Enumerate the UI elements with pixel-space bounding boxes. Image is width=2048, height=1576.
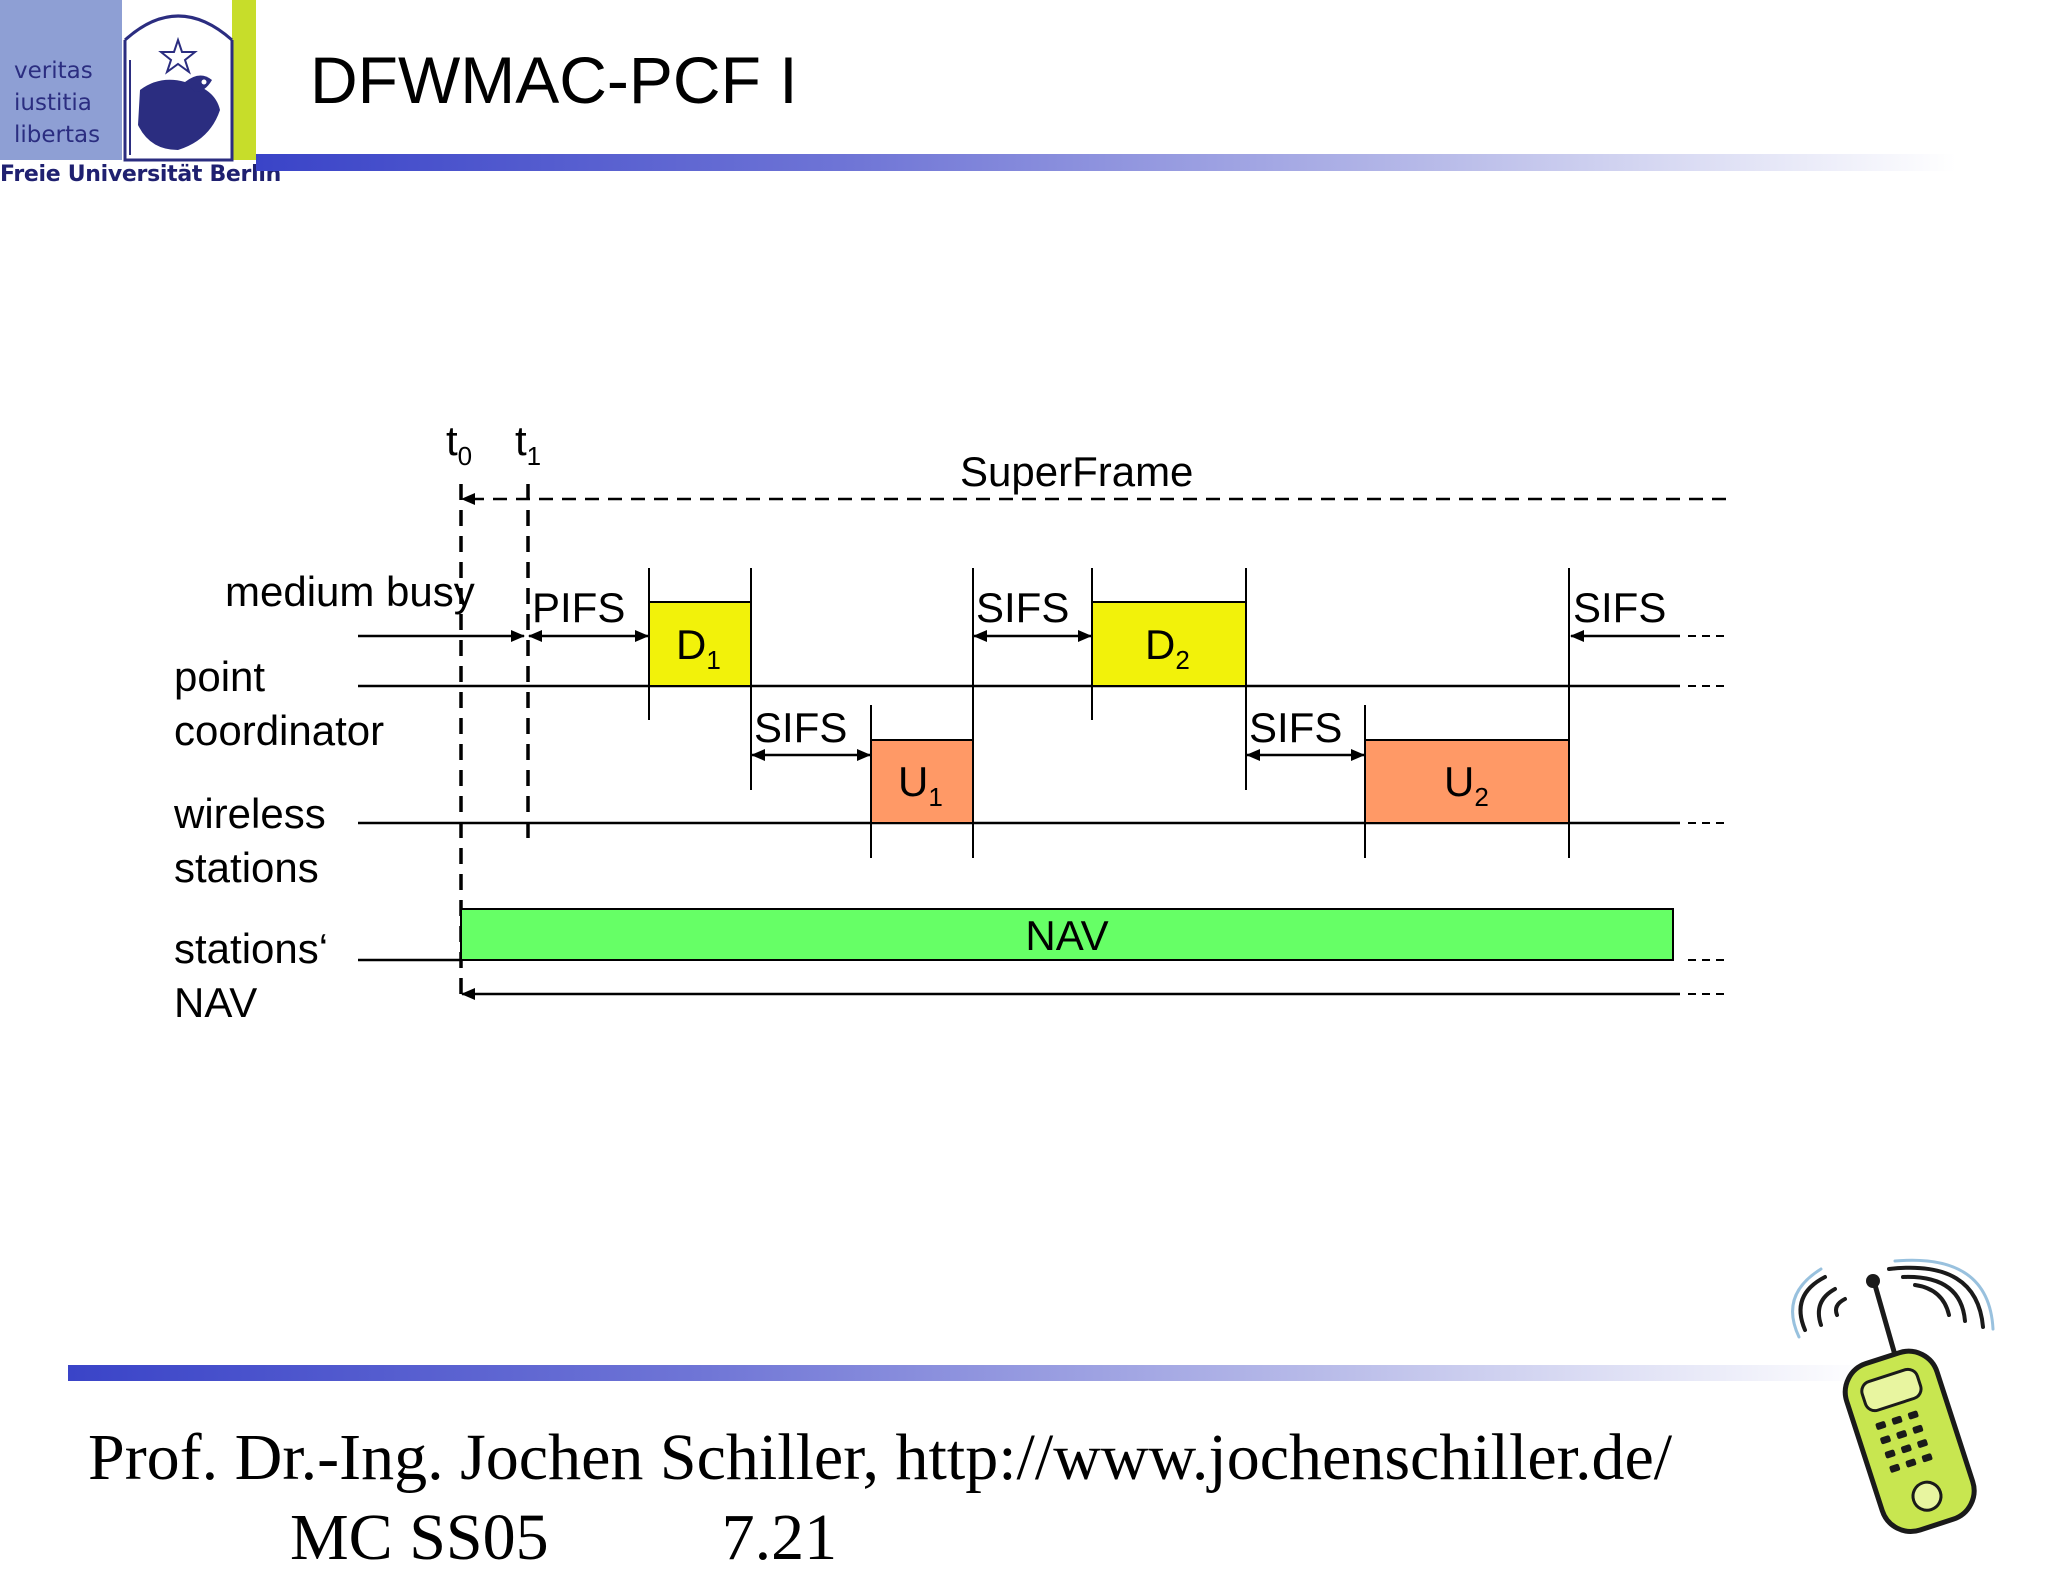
t1-marker: t1: [515, 417, 541, 842]
wireless-stations-label-line1: wireless: [173, 790, 326, 837]
u1-label: U1: [898, 758, 943, 812]
nav-bar-label: NAV: [1025, 912, 1108, 959]
sifs-label: SIFS: [976, 584, 1069, 631]
footer-course: MC SS05: [290, 1501, 549, 1574]
sifs-gap-2: SIFS: [973, 584, 1092, 642]
sifs-label: SIFS: [1249, 704, 1342, 751]
logo-motto-line: iustitia: [14, 90, 92, 116]
stations-nav-label-line1: stations‘: [174, 925, 328, 972]
d2-label: D2: [1145, 621, 1190, 675]
university-seal-icon: [0, 0, 256, 162]
sifs-gap-3: SIFS: [1246, 704, 1365, 761]
logo-motto-line: libertas: [14, 122, 101, 148]
mobile-phone-icon: [1791, 1258, 1995, 1534]
stations-nav-label-line2: NAV: [174, 979, 257, 1026]
point-coordinator-label-line1: point: [174, 653, 265, 700]
u2-label: U2: [1444, 758, 1489, 812]
pcf-timing-diagram: t0 t1 SuperFrame medium busy point coord…: [173, 417, 1726, 1026]
uplink-frame-u1: U1: [870, 568, 974, 858]
medium-busy-label: medium busy: [225, 568, 475, 615]
logo-motto-line: veritas: [14, 58, 93, 84]
university-name: Freie Universität Berlin: [0, 162, 281, 187]
sifs-gap-1: SIFS: [751, 704, 871, 761]
footer-page-number: 7.21: [721, 1501, 838, 1574]
superframe-label: SuperFrame: [960, 448, 1193, 495]
superframe-arrow: SuperFrame: [461, 448, 1726, 505]
t1-label: t1: [515, 417, 541, 471]
downlink-frame-d1: D1: [648, 568, 752, 790]
d1-label: D1: [676, 621, 721, 675]
t0-marker: t0: [446, 417, 472, 994]
university-logo: veritas iustitia libertas Freie Universi…: [0, 0, 281, 190]
sifs-gap-4: SIFS: [1570, 584, 1680, 642]
point-coordinator-timeline: [358, 635, 1726, 688]
slide-title: DFWMAC-PCF I: [310, 43, 798, 117]
stations-nav-timeline: [358, 958, 1726, 1000]
footer-course-page: MC SS05 7.21: [290, 1500, 837, 1576]
nav-bar: NAV: [460, 908, 1674, 961]
wireless-stations-label-line2: stations: [174, 844, 319, 891]
t0-label: t0: [446, 417, 472, 471]
footer-author: Prof. Dr.-Ing. Jochen Schiller, http://w…: [88, 1421, 1673, 1494]
sifs-label: SIFS: [1573, 584, 1666, 631]
pifs-gap: PIFS: [528, 584, 649, 642]
header-gradient-bar: [256, 154, 1956, 171]
footer-gradient-bar: [68, 1365, 1868, 1381]
point-coordinator-label-line2: coordinator: [174, 707, 384, 754]
sifs-label: SIFS: [754, 704, 847, 751]
downlink-frame-d2: D2: [1091, 568, 1247, 790]
uplink-frame-u2: U2: [1364, 568, 1570, 858]
pifs-label: PIFS: [532, 584, 625, 631]
